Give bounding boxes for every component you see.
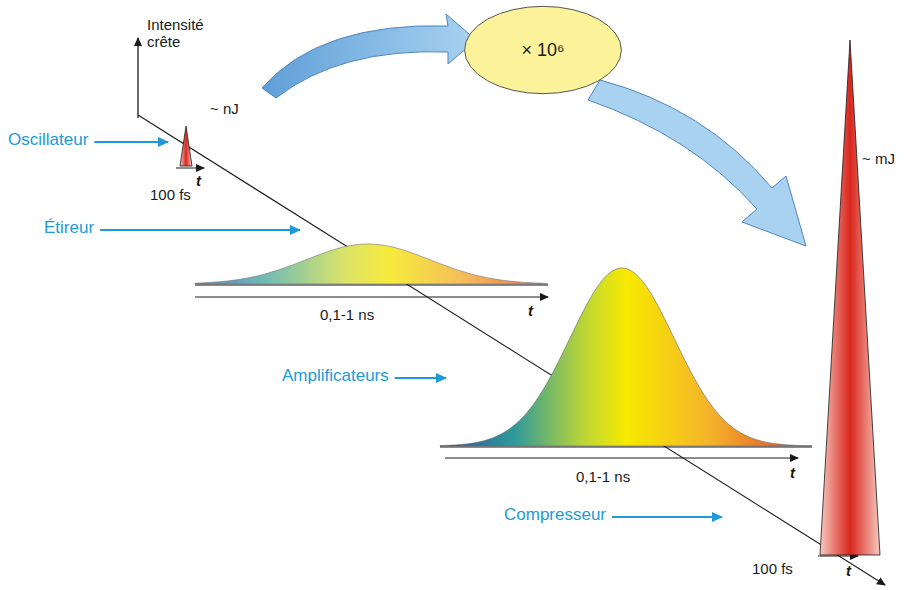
time-axis [818, 556, 858, 557]
duration-label: 0,1-1 ns [320, 306, 374, 323]
compressed-pulse [820, 40, 880, 555]
time-label: t [790, 464, 795, 481]
time-label: t [846, 562, 851, 579]
time-label: t [196, 172, 201, 189]
baseline [440, 447, 812, 448]
stage-name: Étireur [44, 218, 94, 238]
duration-label: 100 fs [752, 560, 793, 577]
stretched-pulse [195, 244, 548, 284]
time-label: t [528, 302, 533, 319]
stage-pointer [100, 229, 300, 231]
stage-pointer [612, 516, 722, 518]
gain-factor: × 10⁶ [522, 40, 565, 61]
energy-label: ~ mJ [862, 150, 895, 167]
stage-axis [138, 115, 885, 585]
duration-label: 100 fs [150, 186, 191, 203]
baseline [195, 285, 548, 286]
amplified-pulse [440, 268, 812, 446]
stage-pointer [395, 377, 446, 379]
stage-name: Amplificateurs [282, 366, 389, 386]
stage-name: Oscillateur [8, 130, 88, 150]
gain-arrow [262, 14, 476, 98]
stage-pointer [94, 141, 168, 143]
axis-title: Intensité crête [147, 16, 225, 51]
gain-ellipse: × 10⁶ [463, 5, 623, 95]
oscillator-pulse [180, 126, 192, 166]
stage-name: Compresseur [504, 505, 606, 525]
time-axis [195, 297, 548, 298]
time-axis [176, 168, 204, 169]
intensity-axis [137, 38, 138, 118]
time-axis [445, 458, 798, 459]
gain-arrow [588, 80, 806, 246]
duration-label: 0,1-1 ns [576, 468, 630, 485]
energy-label: ~ nJ [210, 100, 239, 117]
